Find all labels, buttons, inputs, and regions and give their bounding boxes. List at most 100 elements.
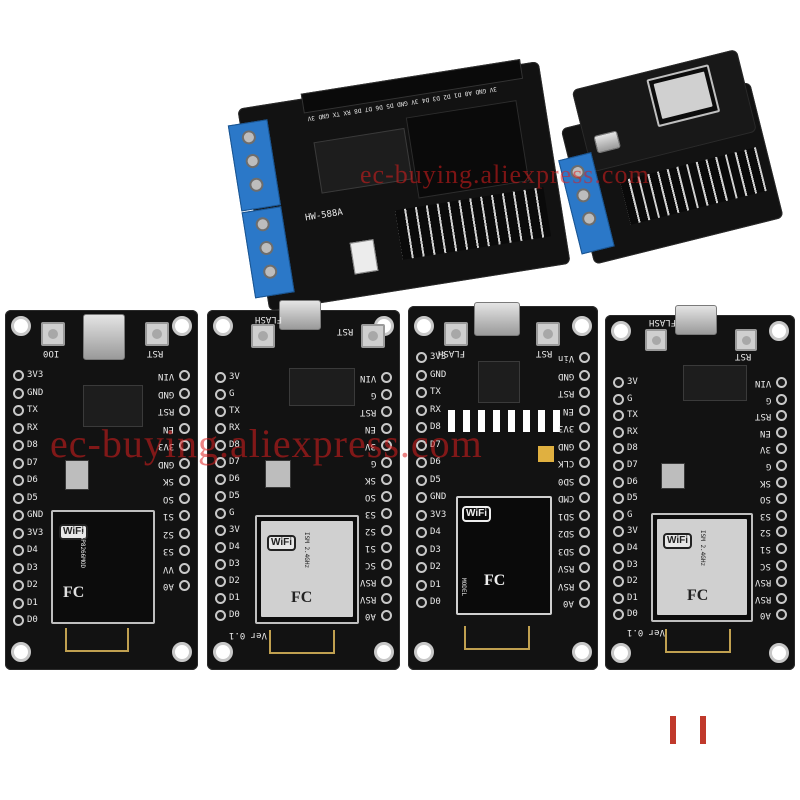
pin-label: S1 [163,511,174,521]
pin-label: D4 [430,527,441,537]
regulator-chip [65,460,89,490]
flash-button [444,322,468,346]
mount-hole [213,316,233,336]
pin-label: D1 [27,597,38,608]
pin-label: D6 [27,475,38,485]
fc-logo: FC [63,584,85,601]
pin-label: D7 [229,457,240,467]
pin-label: Vin [557,353,574,363]
header-pin [613,609,624,621]
mount-hole [172,642,192,662]
header-pin [215,372,226,383]
usb-serial-chip [478,361,520,403]
watermark-top: ec-buying.aliexpress.com [360,160,650,189]
header-pin [579,404,590,416]
pin-label: 3V [760,444,771,455]
pin-label: D4 [229,542,240,552]
header-pin [416,527,427,538]
reset-button [536,322,560,346]
usb-serial-chip [289,368,355,406]
header-pin [579,439,590,451]
header-pin [215,491,226,502]
pin-label: S2 [163,528,174,539]
header-pin [416,369,427,381]
fc-logo: FC [484,572,506,589]
header-pin [613,526,624,538]
header-pin [381,440,392,451]
header-pin [613,476,624,488]
pin-label: D3 [627,559,638,570]
pin-label: RST [157,406,174,416]
pin-label: D8 [27,440,38,450]
version-label: Ver 0.1 [229,630,267,640]
header-pin [613,509,624,521]
mount-hole [374,642,394,662]
mount-hole [572,642,592,662]
mount-hole [611,643,631,663]
header-pin [215,389,226,400]
header-pin [13,562,24,574]
header-pin [579,422,590,433]
header-pin [13,440,24,451]
pin-label: G [627,393,633,404]
header-pin [416,422,427,433]
pin-label: S2 [760,527,771,538]
pin-label: RSV [754,593,771,604]
header-pin [13,615,24,626]
header-pin [215,474,226,485]
pin-label: D6 [627,476,638,487]
header-pin [579,544,590,556]
header-pin [215,576,226,587]
pin-label: D8 [430,422,441,432]
pin-label: RX [430,404,441,415]
header-pin [613,576,624,588]
header-pin [613,377,624,388]
header-pin [13,475,24,486]
flash-button [645,329,667,351]
pin-label: G [765,461,771,471]
pin-label: SO [163,493,174,504]
header-pin [381,559,392,570]
pin-label: D7 [27,457,38,468]
red-mark [700,716,706,744]
header-pin [776,509,787,521]
header-pin [381,576,392,587]
mount-hole [611,321,631,341]
led-pad-row [444,410,564,432]
header-pin [416,474,427,486]
pin-label: A0 [760,610,771,621]
header-pin [215,593,226,604]
pin-label: A0 [563,598,574,608]
header-pin [613,443,624,455]
pin-label: 3V [229,525,240,535]
header-pin [613,559,624,571]
header-pin [13,492,24,504]
pin-label: D0 [627,609,638,620]
header-pin [776,493,787,505]
reset-button [735,329,757,351]
header-pin [416,387,427,398]
pin-label: D4 [27,545,38,555]
pin-label: G [370,390,376,400]
mount-hole [769,643,789,663]
esp-module: WiFi MODEL FC [456,496,552,615]
pin-label: SD3 [557,545,574,556]
button-label-left: FLASH [255,314,283,324]
header-pin [579,509,590,521]
mount-hole [172,316,192,336]
mount-hole [414,642,434,662]
header-pin [381,406,392,417]
header-pin [13,580,24,591]
pin-label: GND [27,387,44,398]
pin-label: RSV [557,563,574,573]
reset-button [145,322,169,346]
pin-label: GND [557,440,574,451]
header-pin [215,559,226,570]
pin-label: S3 [760,510,771,521]
usb-serial-chip [683,365,747,401]
pin-label: 3V3 [557,423,574,433]
header-pin [579,562,590,573]
header-pin [776,526,787,538]
pin-label: VIN [157,371,174,381]
pin-label: 3V [627,526,638,537]
